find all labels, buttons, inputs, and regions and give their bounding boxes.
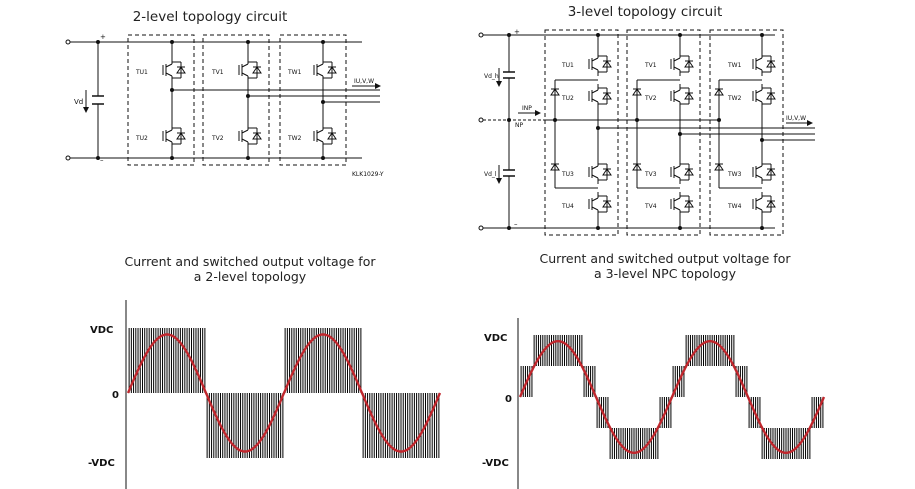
label-tw1: TW1: [287, 69, 302, 76]
plus-label-2level: +: [100, 33, 106, 41]
label-tv2: TV2: [211, 135, 224, 142]
switch-3l-t3-0: [588, 160, 612, 184]
switch-3l-t2-2: [752, 84, 776, 108]
switch-2l-top-0: [162, 58, 186, 82]
label-3l-v3: TV3: [644, 171, 657, 178]
chart2-tick-zero: 0: [505, 394, 512, 405]
title-2level-wave-1: Current and switched output voltage for: [124, 254, 376, 269]
switch-3l-t4-1: [670, 192, 694, 216]
label-3l-u3: TU3: [561, 171, 574, 178]
label-3l-u1: TU1: [561, 62, 574, 69]
switch-3l-t3-2: [752, 160, 776, 184]
clamp-diodes-2: [545, 79, 762, 189]
chart1-current-series: [126, 333, 442, 453]
label-3l-w4: TW4: [727, 203, 742, 210]
inp-label: INP: [522, 105, 532, 112]
label-3l-u4: TU4: [561, 203, 574, 210]
terminal-plus-2level: [65, 39, 71, 45]
phase-u-box-3level: [544, 29, 619, 236]
switch-2l-top-2: [313, 58, 337, 82]
switch-3l-t2-0: [588, 84, 612, 108]
label-tu2: TU2: [135, 135, 148, 142]
chart-3level: VDC 0 -VDC: [482, 318, 826, 489]
label-3l-v2: TV2: [644, 95, 657, 102]
terminal-np-3level: [478, 117, 484, 123]
switch-3l-t1-2: [752, 52, 776, 76]
switch-2l-bottom-1: [238, 124, 262, 148]
circuit-3level: [478, 29, 815, 236]
label-tw2: TW2: [287, 135, 302, 142]
switch-3l-t1-1: [670, 52, 694, 76]
title-2level: 2-level topology circuit: [132, 9, 288, 25]
chart-2level: VDC 0 -VDC: [88, 300, 442, 489]
vd-lo-label: Vd_l: [484, 171, 497, 178]
switch-3l-t4-2: [752, 192, 776, 216]
label-3l-w1: TW1: [727, 62, 742, 69]
terminal-plus-3level: [478, 32, 484, 38]
phase-v-box: [202, 34, 270, 166]
title-3level-wave-1: Current and switched output voltage for: [539, 251, 791, 266]
label-tv1: TV1: [211, 69, 224, 76]
switch-3l-t1-0: [588, 52, 612, 76]
switch-3l-t2-1: [670, 84, 694, 108]
switch-2l-bottom-2: [313, 124, 337, 148]
phase-v-box-3level: [626, 29, 701, 236]
label-3l-u2: TU2: [561, 95, 574, 102]
chart2-tick-neg-vdc: -VDC: [482, 458, 509, 469]
switch-3l-t3-1: [670, 160, 694, 184]
switch-2l-top-1: [238, 58, 262, 82]
chart1-tick-zero: 0: [112, 390, 119, 401]
minus-label-3level: –: [514, 220, 518, 228]
phase-u-box: [127, 34, 195, 166]
phase-w-box: [279, 34, 347, 166]
vd-hi-label: Vd_h: [484, 73, 499, 80]
output-label-3level: IU,V,W: [786, 115, 806, 122]
label-3l-v1: TV1: [644, 62, 657, 69]
chart1-pwm-series: [128, 328, 440, 458]
code-label: KLK1029-Y: [352, 171, 384, 178]
phase-w-box-3level: [709, 29, 784, 236]
title-3level-wave-2: a 3-level NPC topology: [594, 266, 736, 281]
switch-2l-bottom-0: [162, 124, 186, 148]
label-3l-w3: TW3: [727, 171, 742, 178]
plus-label-3level: +: [514, 28, 520, 36]
np-label: NP: [515, 122, 523, 129]
chart2-current-series: [518, 340, 826, 454]
label-3l-w2: TW2: [727, 95, 742, 102]
minus-label-2level: –: [100, 156, 104, 164]
vd-label: Vd: [74, 98, 83, 106]
switch-3l-t4-0: [588, 192, 612, 216]
title-2level-wave-2: a 2-level topology: [193, 269, 307, 284]
chart1-tick-neg-vdc: -VDC: [88, 458, 115, 469]
label-tu1: TU1: [135, 69, 148, 76]
terminal-minus-2level: [65, 155, 71, 161]
title-3level: 3-level topology circuit: [567, 4, 723, 20]
label-3l-v4: TV4: [644, 203, 657, 210]
chart1-tick-vdc: VDC: [90, 325, 113, 336]
output-label-2level: IU,V,W: [354, 78, 374, 85]
circuit-2level: [65, 34, 381, 166]
terminal-minus-3level: [478, 225, 484, 231]
chart2-tick-vdc: VDC: [484, 333, 507, 344]
